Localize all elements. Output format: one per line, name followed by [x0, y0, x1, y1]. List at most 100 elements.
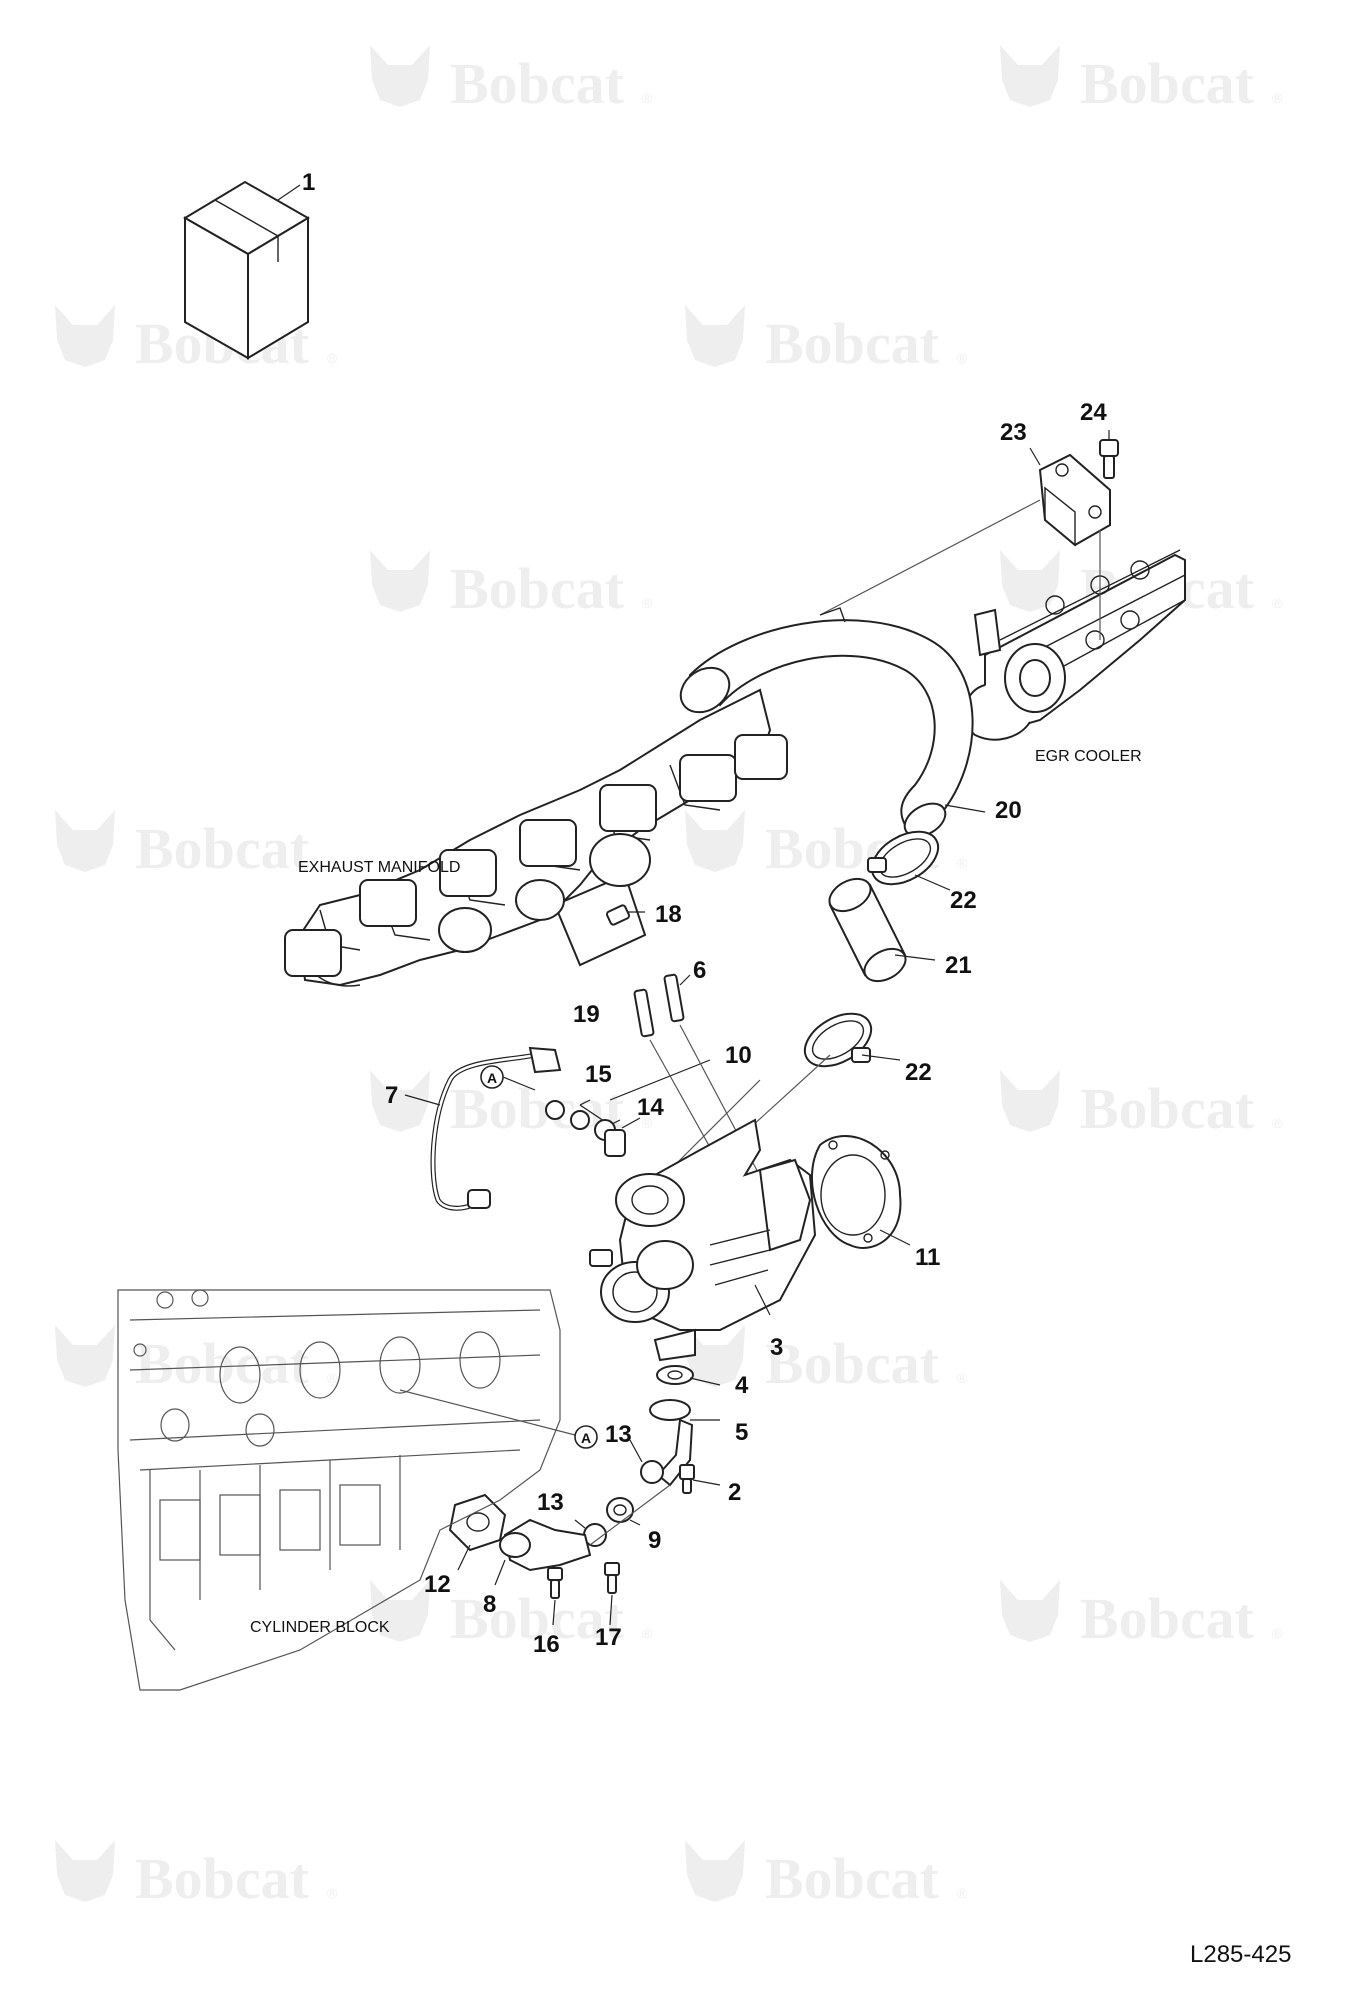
watermark-text: Bobcat — [765, 311, 940, 376]
callout-19: 19 — [573, 1001, 600, 1028]
bobcat-logo-icon — [370, 45, 430, 107]
part-6-19-studs — [633, 973, 691, 1038]
watermark-registered-mark: ® — [327, 1370, 338, 1386]
callout-17: 17 — [595, 1624, 622, 1651]
label-exhaust-manifold: EXHAUST MANIFOLD — [298, 859, 460, 876]
reference-marker-a-text: A — [581, 1430, 591, 1446]
assembly-axis-line — [819, 499, 1041, 616]
watermark-text: Bobcat — [1080, 1076, 1255, 1141]
part-10-leader — [609, 1059, 711, 1101]
watermark-text: Bobcat — [135, 816, 310, 881]
reference-marker-a-lower: A — [574, 1425, 598, 1449]
callout-20: 20 — [995, 797, 1022, 824]
bobcat-logo-icon — [370, 550, 430, 612]
part-21-hose — [828, 877, 936, 983]
bobcat-logo-icon — [55, 1325, 115, 1387]
watermark-registered-mark: ® — [1272, 90, 1283, 106]
bobcat-watermark: Bobcat ® — [1000, 45, 1283, 116]
part-23-bracket — [1029, 447, 1111, 547]
document-id: L285-425 — [1190, 1941, 1291, 1968]
part-17-bolt — [604, 1562, 620, 1626]
part-18-stud — [605, 904, 645, 926]
watermark-text: Bobcat — [450, 556, 625, 621]
bobcat-logo-icon — [370, 1070, 430, 1132]
bobcat-watermark: Bobcat ® — [370, 550, 653, 621]
watermark-text: Bobcat — [135, 1331, 310, 1396]
part-22-clamp-lower — [803, 1012, 901, 1068]
bobcat-logo-icon — [685, 1325, 745, 1387]
part-13-oring-upper — [629, 1439, 664, 1484]
callout-9: 9 — [648, 1527, 661, 1554]
callout-22-upper: 22 — [950, 887, 977, 914]
callout-2: 2 — [728, 1479, 741, 1506]
callout-4: 4 — [735, 1372, 749, 1399]
bobcat-watermark: Bobcat® — [685, 305, 968, 376]
callout-11: 11 — [915, 1244, 940, 1271]
reference-marker-a-upper: A — [480, 1065, 536, 1091]
watermark-registered-mark: ® — [327, 350, 338, 366]
part-13-oring-lower — [574, 1519, 607, 1547]
callout-5: 5 — [735, 1419, 748, 1446]
bobcat-watermark: Bobcat ® — [370, 1580, 653, 1651]
egr-cooler — [963, 549, 1186, 741]
watermark-registered-mark: ® — [642, 90, 653, 106]
watermark-text: Bobcat — [765, 1846, 940, 1911]
part-12-gasket — [448, 1493, 507, 1571]
bobcat-logo-icon — [1000, 1580, 1060, 1642]
part-4-gasket — [656, 1365, 721, 1386]
watermark-text: Bobcat — [1080, 1586, 1255, 1651]
part-2-bolt — [679, 1464, 721, 1494]
callout-3: 3 — [770, 1334, 783, 1361]
bobcat-watermark: Bobcat® — [685, 1325, 968, 1396]
bobcat-logo-icon — [685, 305, 745, 367]
bobcat-watermark: Bobcat ® — [685, 1840, 968, 1911]
part-8-oil-return-tube — [494, 1518, 592, 1586]
callout-1: 1 — [302, 169, 315, 196]
watermark-registered-mark: ® — [327, 1885, 338, 1901]
watermark-text: Bobcat — [135, 1846, 310, 1911]
watermark-registered-mark: ® — [642, 595, 653, 611]
reference-leader-a-lower — [399, 1389, 576, 1436]
part-7-oil-tube — [404, 1046, 562, 1211]
watermark-text: Bobcat — [1080, 51, 1255, 116]
watermark-text: Bobcat — [450, 51, 625, 116]
watermark-registered-mark: ® — [642, 1625, 653, 1641]
bobcat-logo-icon — [1000, 550, 1060, 612]
callout-13-lower: 13 — [537, 1489, 564, 1516]
label-cylinder-block: CYLINDER BLOCK — [250, 1619, 390, 1636]
callout-23: 23 — [1000, 419, 1027, 446]
callout-12: 12 — [424, 1571, 451, 1598]
part-20-egr-pipe — [679, 607, 986, 838]
callout-18: 18 — [655, 901, 682, 928]
bobcat-logo-icon — [685, 810, 745, 872]
assembly-axis-line — [679, 1024, 771, 1196]
watermark-registered-mark: ® — [642, 1115, 653, 1131]
bobcat-logo-icon — [55, 1840, 115, 1902]
bobcat-logo-icon — [1000, 1070, 1060, 1132]
callout-16: 16 — [533, 1631, 560, 1658]
bobcat-logo-icon — [1000, 45, 1060, 107]
watermark-registered-mark: ® — [957, 1370, 968, 1386]
part-22-clamp-upper — [867, 830, 951, 891]
callout-6: 6 — [693, 957, 706, 984]
part-14-15-fittings — [545, 1099, 641, 1157]
watermark-text: Bobcat — [450, 1586, 625, 1651]
watermark-registered-mark: ® — [957, 1885, 968, 1901]
bobcat-logo-icon — [370, 1580, 430, 1642]
callout-15: 15 — [585, 1061, 612, 1088]
bobcat-logo-icon — [685, 1840, 745, 1902]
callout-22-lower: 22 — [905, 1059, 932, 1086]
watermark-registered-mark: ® — [957, 855, 968, 871]
part-16-bolt — [547, 1567, 563, 1626]
watermark-registered-mark: ® — [1272, 1115, 1283, 1131]
part-9-adapter — [606, 1497, 641, 1526]
part-3-turbocharger — [589, 1118, 817, 1362]
callout-10: 10 — [725, 1042, 752, 1069]
bobcat-watermark: Bobcat ® — [1000, 1070, 1283, 1141]
part-1-kit-box — [183, 180, 310, 360]
callout-24: 24 — [1080, 399, 1107, 426]
watermark-registered-mark: ® — [1272, 1625, 1283, 1641]
bobcat-watermark: Bobcat ® — [55, 1840, 338, 1911]
label-egr-cooler: EGR COOLER — [1035, 748, 1142, 765]
